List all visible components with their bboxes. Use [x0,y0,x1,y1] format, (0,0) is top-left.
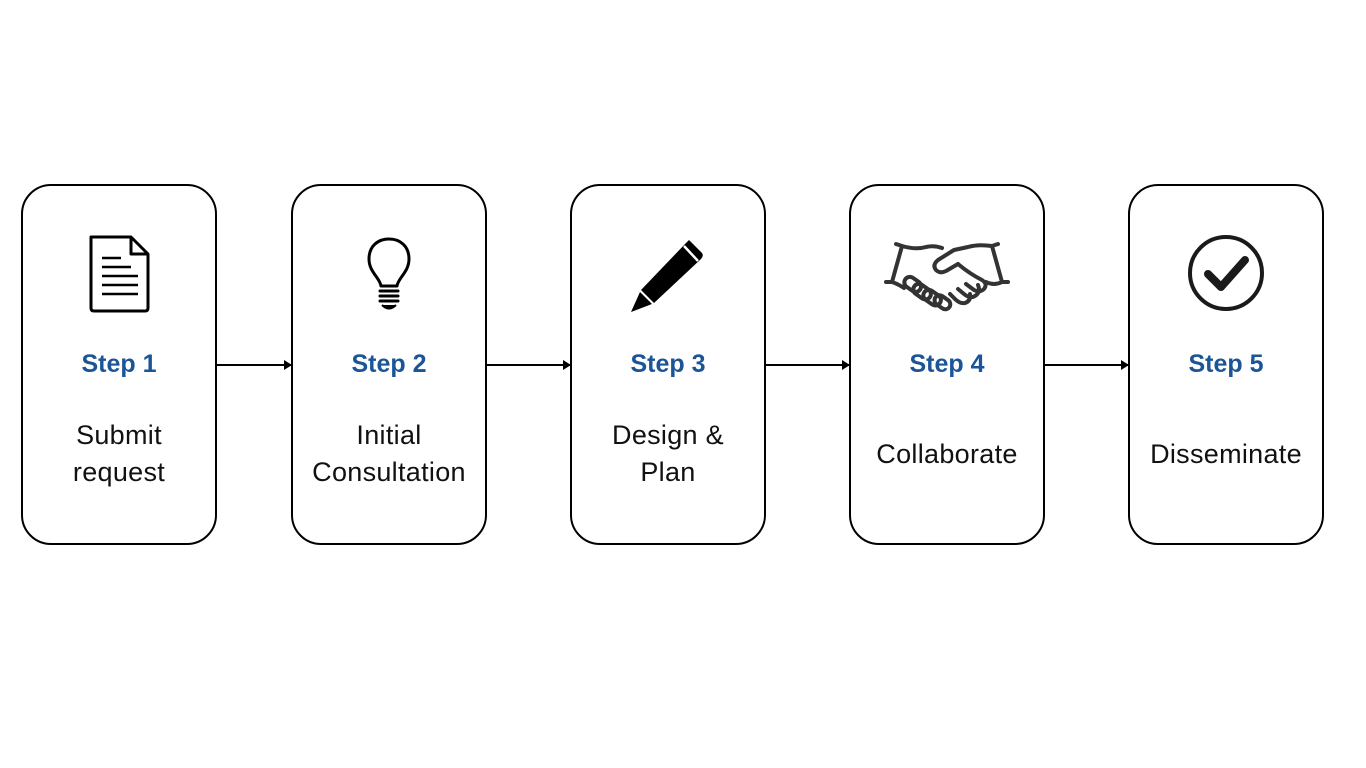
step-4-title: Step 4 [909,350,985,378]
checkmark-circle-icon [1130,234,1322,314]
pencil-icon [572,234,764,314]
step-2-description: Initial Consultation [312,420,466,487]
step-card-1: Step 1 Submit request [21,184,217,545]
step-card-5: Step 5 Disseminate [1128,184,1324,545]
arrow-2-to-3 [487,360,571,370]
document-icon [23,234,215,314]
arrow-3-to-4 [766,360,850,370]
step-5-title: Step 5 [1188,350,1264,378]
step-3-description: Design & Plan [612,420,724,487]
step-5-description: Disseminate [1150,438,1302,469]
lightbulb-icon [293,234,485,314]
step-2-title: Step 2 [351,350,427,378]
arrow-4-to-5 [1045,360,1129,370]
handshake-icon [851,234,1043,314]
arrow-1-to-2 [217,360,292,370]
step-4-description: Collaborate [876,438,1018,469]
step-card-4: Step 4 Collaborate [849,184,1045,545]
step-card-2: Step 2 Initial Consultation [291,184,487,545]
step-3-title: Step 3 [630,350,706,378]
step-1-title: Step 1 [81,350,157,378]
step-card-3: Step 3 Design & Plan [570,184,766,545]
step-1-description: Submit request [72,420,166,487]
